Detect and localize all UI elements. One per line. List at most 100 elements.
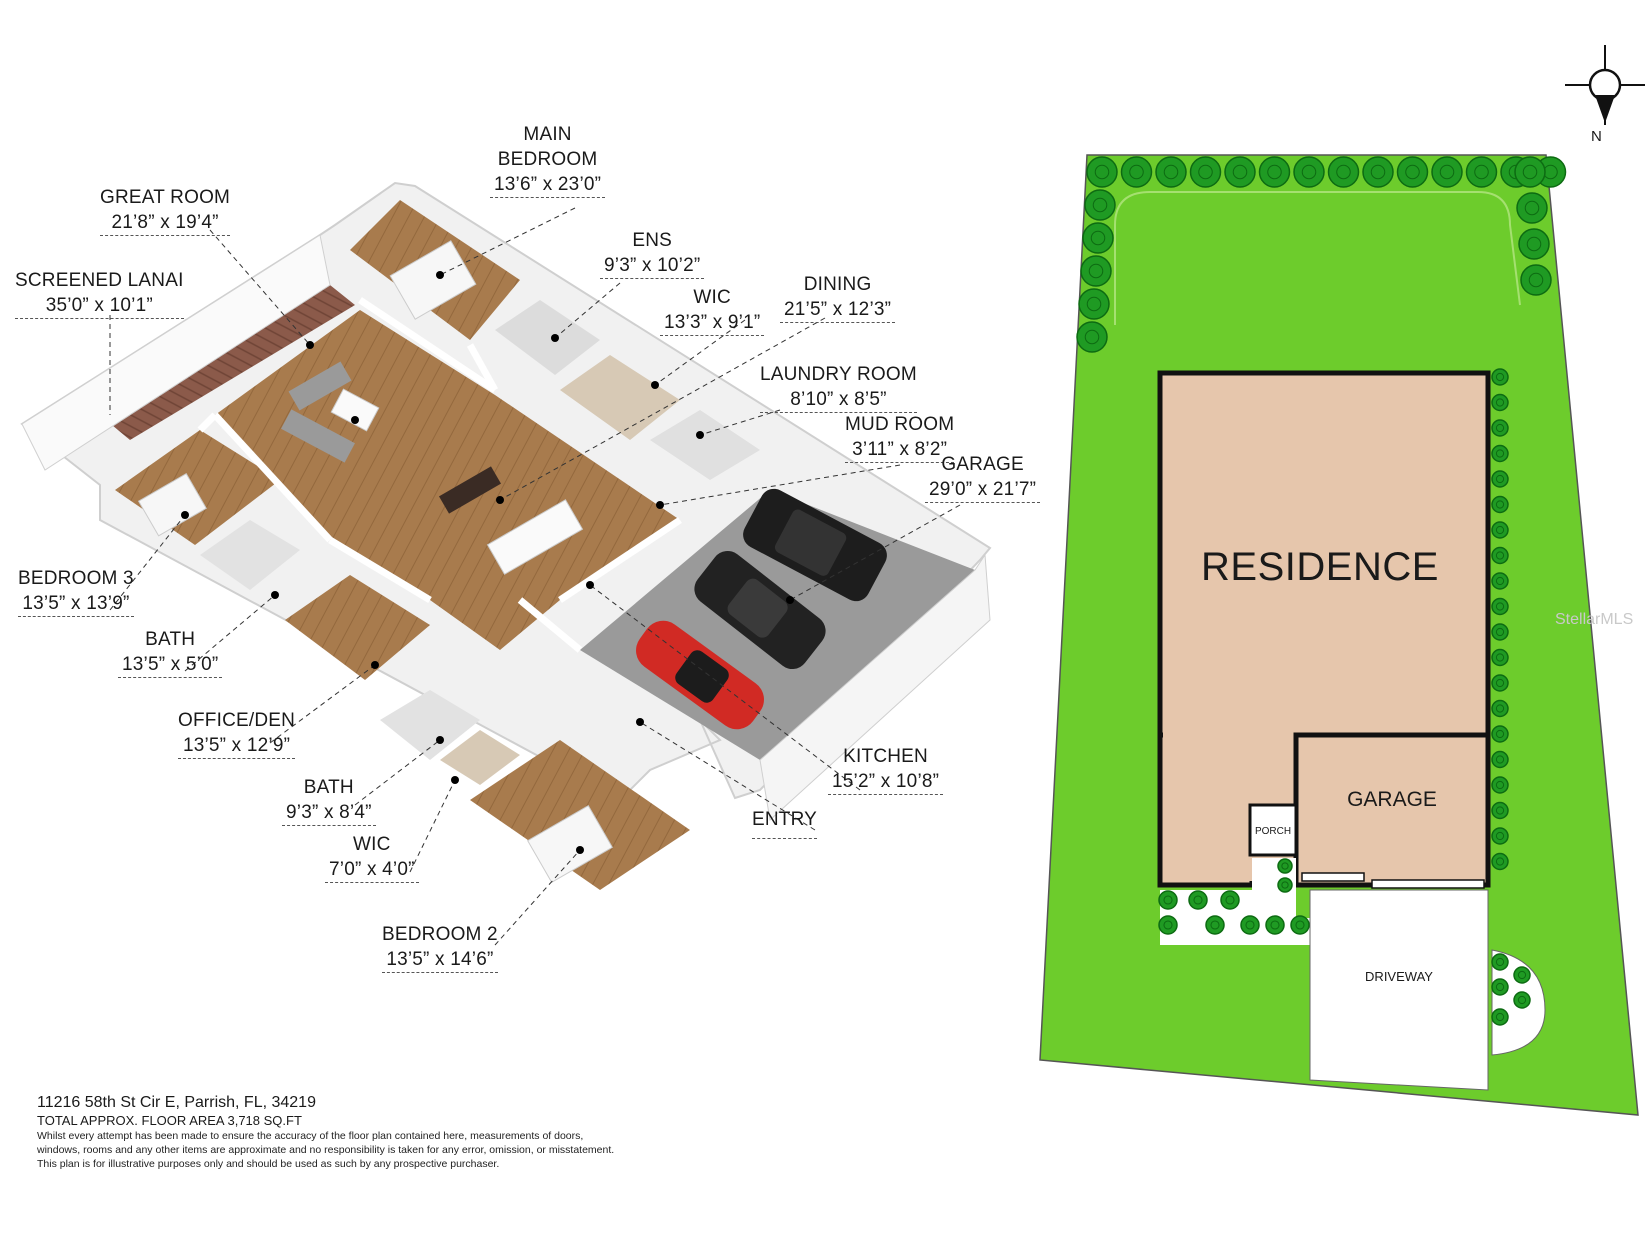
tree-icon: [1491, 572, 1509, 590]
tree-icon-detail: [1495, 1012, 1505, 1022]
car-black-sedan: [694, 550, 826, 670]
room-name: BEDROOM 2: [382, 924, 498, 945]
tree-icon-detail: [1495, 831, 1505, 841]
tree-icon: [1327, 156, 1360, 188]
compass-north-label: N: [1591, 128, 1602, 145]
kitchen-island: [486, 499, 584, 575]
room-name: OFFICE/DEN: [178, 710, 296, 731]
tree-icon-detail: [1163, 895, 1173, 905]
tree-icon: [1078, 288, 1110, 320]
tree-icon: [1491, 521, 1509, 539]
tree-icon: [1189, 156, 1222, 188]
tree-icon-detail: [1267, 164, 1282, 180]
tree-icon: [1158, 890, 1178, 910]
tree-icon-detail: [1198, 164, 1213, 180]
room-dims: 13’5” x 5’0”: [118, 652, 223, 678]
residence-outline: [1160, 370, 1491, 885]
tree-icon: [1086, 156, 1118, 188]
tree-icon: [1491, 1008, 1509, 1026]
tree-icon: [1084, 189, 1116, 221]
tree-icon: [1491, 674, 1509, 692]
tree-icon-detail: [1524, 200, 1540, 216]
room-dims: [752, 832, 818, 839]
bath-1-floor: [200, 520, 300, 590]
compass-icon: [1565, 45, 1645, 125]
tree-icon-detail: [1517, 970, 1527, 980]
tree-icon-detail: [1495, 576, 1505, 586]
room-dims: 21’5” x 12’3”: [780, 297, 896, 323]
tree-icon: [1076, 321, 1108, 353]
room-dims: 13’5” x 12’9”: [178, 733, 296, 759]
tree-icon-detail: [1163, 164, 1179, 180]
tree-icon-detail: [1495, 729, 1505, 739]
tree-icon-detail: [1495, 653, 1505, 662]
room-dims: 21’8” x 19’4”: [100, 210, 231, 236]
tree-icon-detail: [1270, 920, 1280, 930]
tree-icon: [1491, 750, 1509, 769]
bath-2-floor: [380, 690, 480, 760]
tree-icon: [1491, 978, 1509, 996]
room-label-bath-1: BATH 13’5” x 5’0”: [118, 627, 223, 678]
mls-watermark: StellarMLS: [1555, 611, 1634, 628]
dining-table: [439, 466, 501, 514]
tree-icon-detail: [1092, 197, 1108, 213]
tree-icon-detail: [1495, 957, 1505, 967]
tree-icon: [1155, 156, 1187, 188]
garage-walls: [759, 553, 991, 821]
tree-icon-detail: [1517, 995, 1527, 1005]
tree-icon-detail: [1495, 806, 1505, 815]
room-label-bedroom-2: BEDROOM 2 13’5” x 14’6”: [382, 922, 498, 973]
tree-icon-detail: [1495, 474, 1505, 484]
tree-icon: [1491, 776, 1509, 794]
tree-icon: [1265, 915, 1285, 935]
tree-icon-detail: [1086, 296, 1102, 312]
tree-icon-detail: [1495, 449, 1505, 458]
tree-icon: [1277, 858, 1293, 874]
room-name: WIC: [353, 834, 391, 855]
room-label-garage: GARAGE 29’0” x 21’7”: [925, 452, 1041, 503]
tree-icon: [1258, 156, 1291, 188]
room-name: KITCHEN: [843, 746, 928, 767]
tree-icon-detail: [1495, 857, 1505, 866]
room-dims: 9’3” x 8’4”: [282, 800, 376, 826]
room-name: GREAT ROOM: [100, 187, 231, 208]
tree-icon: [1491, 725, 1509, 743]
car-red-convertible: [636, 620, 764, 730]
room-label-screened-lanai: SCREENED LANAI 35’0” x 10’1”: [15, 268, 184, 319]
tree-icon: [1465, 156, 1498, 188]
room-name: ENTRY: [752, 809, 818, 830]
tree-icon-detail: [1495, 602, 1505, 611]
tree-icon: [1514, 156, 1546, 188]
plan-footer: 11216 58th St Cir E, Parrish, FL, 34219 …: [37, 1093, 797, 1171]
tree-icon-detail: [1495, 423, 1505, 433]
tree-icon-detail: [1495, 372, 1505, 382]
room-label-office-den: OFFICE/DEN 13’5” x 12’9”: [178, 708, 296, 759]
coffee-table: [330, 388, 380, 432]
tree-icon: [1491, 419, 1509, 437]
tree-icon-detail: [1495, 780, 1505, 790]
tree-icon-detail: [1526, 236, 1542, 252]
tree-icon-detail: [1210, 920, 1220, 930]
room-label-entry: ENTRY: [752, 807, 818, 839]
garage-label: GARAGE: [1347, 788, 1437, 811]
tree-icon-detail: [1090, 230, 1106, 246]
bed-3: [137, 472, 207, 537]
total-floor-area: TOTAL APPROX. FLOOR AREA 3,718 SQ.FT: [37, 1113, 302, 1128]
tree-icon-detail: [1495, 982, 1505, 992]
wic-2-floor: [440, 730, 520, 785]
tree-icon: [1290, 915, 1310, 935]
tree-icon: [1491, 648, 1509, 667]
tree-icon-detail: [1439, 164, 1455, 180]
tree-icon: [1082, 222, 1114, 254]
tree-icon: [1491, 801, 1509, 820]
room-dims: 13’5” x 14’6”: [382, 947, 498, 973]
room-name: BATH: [145, 629, 196, 650]
tree-icon: [1491, 852, 1509, 871]
room-label-kitchen: KITCHEN 15’2” x 10’8”: [828, 744, 944, 795]
laundry-floor: [650, 410, 760, 480]
tree-icon: [1491, 953, 1509, 971]
room-dims: 8’10” x 8’5”: [760, 387, 917, 413]
room-label-bath-2: BATH 9’3” x 8’4”: [282, 775, 376, 826]
tree-icon: [1491, 495, 1509, 514]
address: 11216 58th St Cir E, Parrish, FL, 34219: [37, 1094, 316, 1111]
